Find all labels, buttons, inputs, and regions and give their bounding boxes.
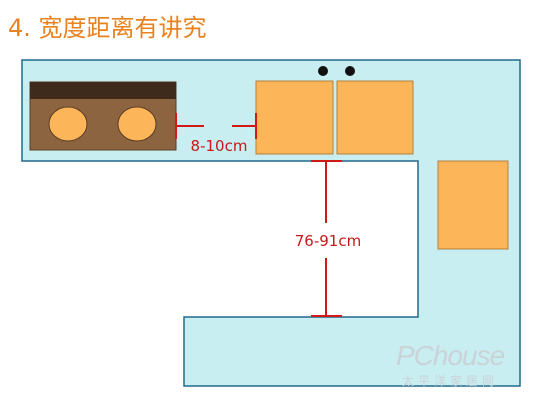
sink-basin-right [336, 80, 414, 155]
faucet-knob-left [318, 66, 328, 76]
horizontal-dimension: 8-10cm [175, 113, 257, 155]
dim-h-label: 8-10cm [191, 137, 248, 155]
burner-left [48, 106, 88, 142]
sink-cabinet [255, 66, 414, 155]
sink-basin-left [255, 80, 334, 155]
vertical-dimension: 76-91cm [295, 160, 361, 317]
watermark-subtitle: 太平洋家居网 [402, 374, 499, 388]
faucet-knob-right [345, 66, 355, 76]
diagram-title: 4. 宽度距离有讲究 [8, 14, 207, 42]
stove [29, 81, 177, 151]
watermark-brand: PChouse [396, 340, 505, 371]
watermark: PChouse 太平洋家居网 [396, 340, 546, 390]
dim-v-label: 76-91cm [295, 232, 361, 250]
burner-right [117, 106, 157, 142]
side-cabinet [437, 160, 509, 250]
stove-back-panel [30, 82, 176, 99]
